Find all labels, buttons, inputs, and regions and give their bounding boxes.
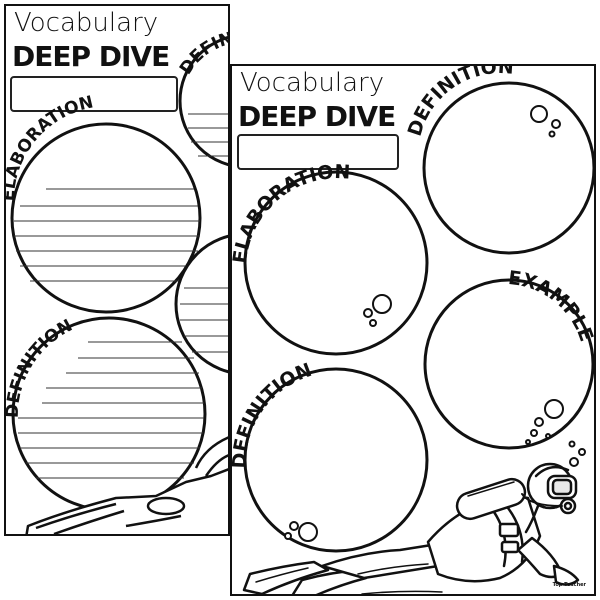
front-diver-bubbles-icon [568, 440, 586, 467]
front-example-circle: EXAMPLE [423, 267, 594, 450]
back-title-deep-dive: DEEP DIVE [12, 40, 170, 73]
back-name-field[interactable] [10, 76, 178, 112]
front-elaboration-circle: ELABORATION [232, 161, 429, 356]
front-graphic-organizer: DEFINITION ELABORATION [232, 66, 594, 594]
front-title-deep-dive: DEEP DIVE [238, 100, 396, 133]
front-definition-bottom-bubbles-icon [284, 521, 318, 542]
front-diver-icon [242, 462, 580, 594]
back-graphic-organizer: DEFINITION ELABORATION [6, 27, 228, 534]
front-definition-circle-bottom: DEFINITION [232, 359, 429, 553]
front-name-field[interactable] [237, 134, 399, 170]
back-elaboration-circle: ELABORATION [6, 92, 202, 314]
back-definition-circle-top: DEFINITION [176, 27, 228, 167]
front-worksheet: Vocabulary DEEP DIVE DEFINITION [230, 64, 596, 596]
front-definition-circle: DEFINITION [404, 66, 594, 255]
front-definition-bubbles-icon [530, 105, 561, 138]
back-worksheet: Vocabulary DEEP DIVE DEFINITION [4, 4, 230, 536]
back-definition-circle-bottom: DEFINITION [6, 316, 207, 512]
front-title-vocabulary: Vocabulary [240, 68, 385, 98]
back-example-circle [174, 234, 228, 374]
back-title-vocabulary: Vocabulary [14, 8, 159, 38]
front-elaboration-bubbles-icon [363, 294, 392, 327]
front-example-bubbles-icon [525, 399, 564, 445]
front-credit-text: Top Teacher [552, 582, 586, 588]
back-diver-icon [25, 436, 228, 534]
